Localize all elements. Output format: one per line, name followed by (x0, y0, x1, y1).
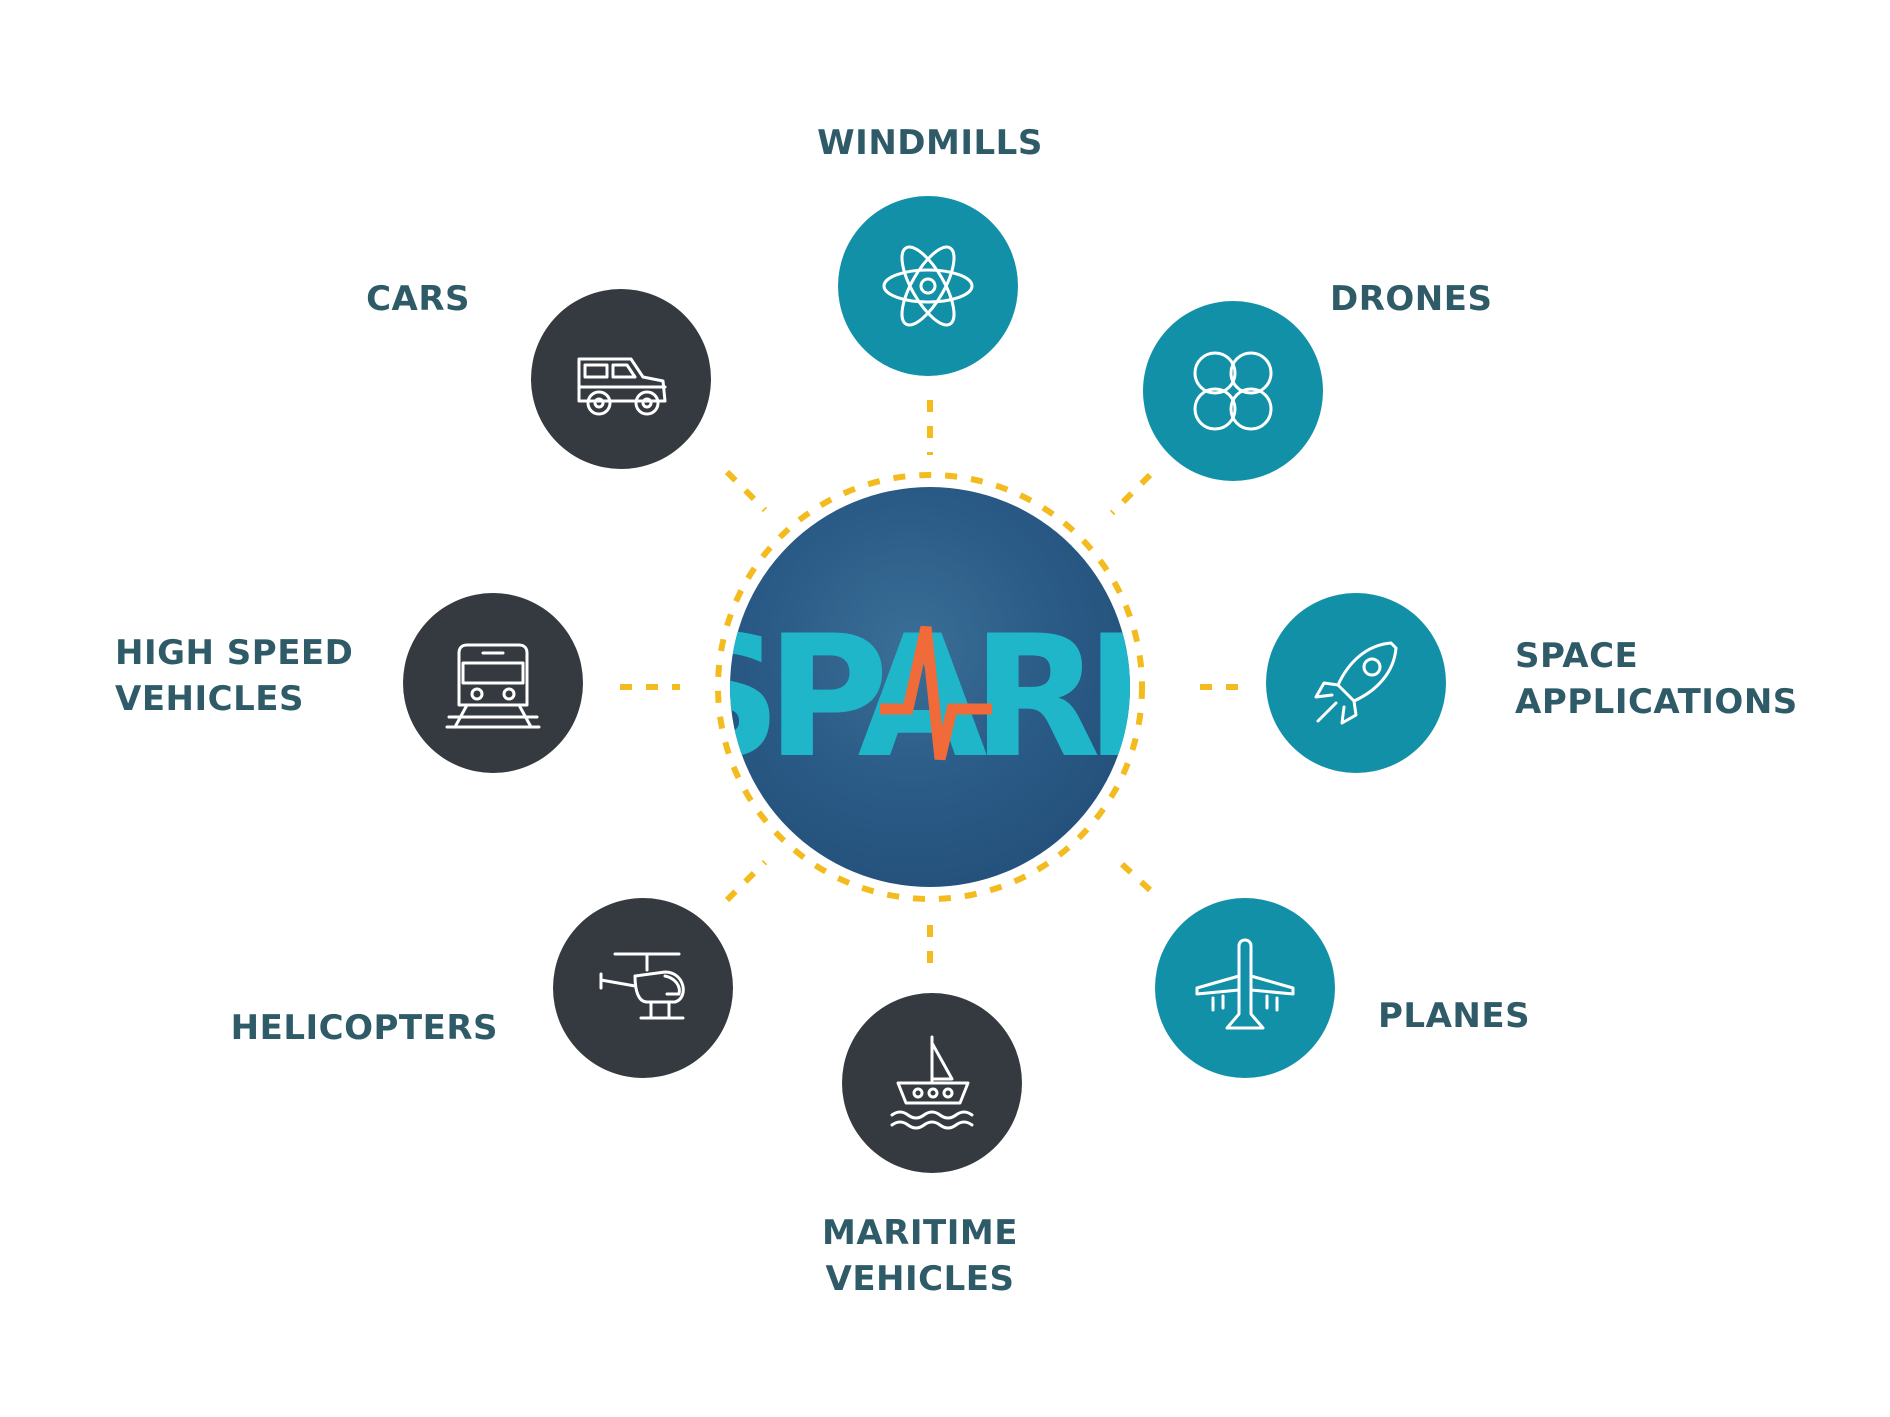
space-applications-node (1266, 593, 1446, 773)
drone-icon (1193, 351, 1273, 431)
rocket-icon (1314, 641, 1398, 725)
car-icon (577, 357, 667, 416)
connector-drones (1109, 472, 1153, 516)
maritime-vehicles-node (842, 993, 1022, 1173)
planes-node (1155, 898, 1335, 1078)
label-high-speed-line1: HIGH SPEED (115, 633, 354, 673)
high-speed-vehicles-node (403, 593, 583, 773)
label-helicopters: HELICOPTERS (230, 1008, 498, 1048)
label-planes: PLANES (1378, 996, 1531, 1036)
atom-icon (882, 245, 974, 327)
windmills-node (838, 196, 1018, 376)
label-maritime-line2: VEHICLES (825, 1259, 1015, 1299)
label-cars: CARS (366, 279, 470, 319)
helicopter-icon (599, 952, 685, 1020)
helicopters-node (553, 898, 733, 1078)
spark-logo-hub: SPARK (730, 487, 1130, 887)
label-space-line1: SPACE (1515, 636, 1639, 676)
connector-cars (724, 469, 768, 513)
drones-node (1143, 301, 1323, 481)
label-space-applications: SPACE APPLICATIONS (1515, 633, 1798, 725)
label-high-speed-vehicles: HIGH SPEED VEHICLES (115, 630, 353, 722)
train-icon (445, 643, 541, 729)
label-windmills: WINDMILLS (817, 123, 1043, 163)
spark-pulse-line (880, 625, 992, 761)
label-drones: DRONES (1330, 279, 1493, 319)
label-maritime-line1: MARITIME (822, 1213, 1018, 1253)
label-high-speed-line2: VEHICLES (115, 679, 304, 719)
plane-icon (1195, 938, 1295, 1030)
ship-icon (890, 1035, 974, 1130)
label-maritime-vehicles: MARITIME VEHICLES (780, 1210, 1060, 1302)
hub-dashed-ring (715, 472, 1145, 902)
cars-node (531, 289, 711, 469)
connector-helicopters (724, 859, 768, 903)
connector-planes (1109, 852, 1153, 893)
label-space-line2: APPLICATIONS (1515, 682, 1798, 722)
spark-logo: SPARK (730, 599, 1130, 795)
